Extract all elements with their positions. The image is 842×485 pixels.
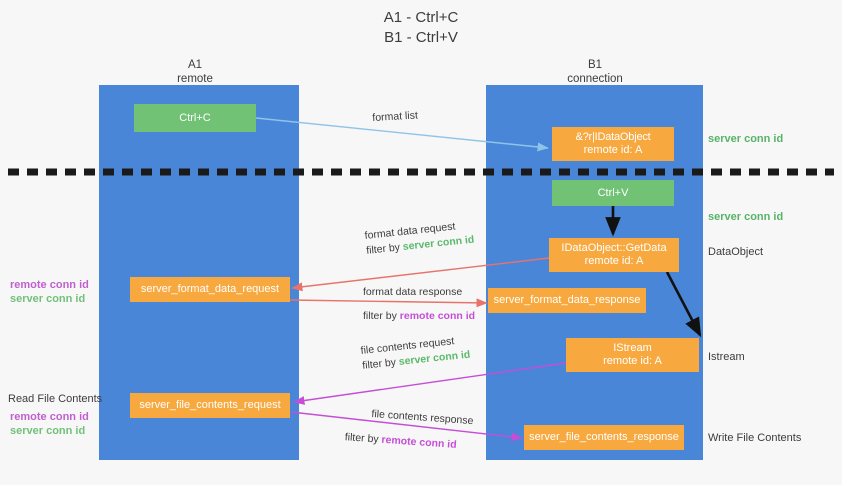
- edge-label-format-data-response-filter: filter by remote conn id: [363, 310, 476, 322]
- right-label-server-conn-id-mid: server conn id: [708, 211, 784, 223]
- node-istream-line1: IStream: [613, 342, 652, 354]
- right-label-dataobject: DataObject: [708, 246, 764, 258]
- node-server-format-data-response[interactable]: server_format_data_response: [488, 288, 646, 313]
- node-idataobject-top-line2: remote id: A: [583, 144, 643, 156]
- edge-format-data-request: [291, 257, 550, 292]
- edge-file-contents-request: [293, 362, 567, 405]
- hl-remote-conn-id-2: remote conn id: [381, 433, 458, 451]
- lane-b1-sub: connection: [567, 73, 623, 85]
- left-label-remote-conn-id-2: remote conn id: [10, 411, 89, 423]
- edge-label-format-list: format list: [372, 108, 418, 126]
- left-label-read-file-contents: Read File Contents: [8, 393, 103, 405]
- left-label-remote-conn-id-1: remote conn id: [10, 279, 89, 291]
- node-server-file-contents-request-label: server_file_contents_request: [139, 399, 281, 411]
- node-getdata-line2: remote id: A: [584, 255, 644, 267]
- lane-header-a1: A1 remote: [125, 58, 265, 86]
- left-label-server-conn-id-1: server conn id: [10, 293, 86, 305]
- node-ctrl-v-label: Ctrl+V: [597, 186, 629, 199]
- right-label-write-file-contents: Write File Contents: [708, 432, 802, 444]
- title-line-1: A1 - Ctrl+C: [383, 9, 459, 26]
- edge-label-format-data-response-text: format data response: [363, 286, 463, 298]
- edge-label-file-contents-response: file contents response filter by remote …: [344, 407, 474, 454]
- node-istream[interactable]: IStream remote id: A: [566, 338, 699, 372]
- left-label-server-conn-id-2: server conn id: [10, 425, 86, 437]
- hl-remote-conn-id-1: remote conn id: [399, 310, 476, 322]
- lane-a1-name: A1: [187, 59, 203, 71]
- node-idataobject-top[interactable]: &?r|IDataObject remote id: A: [552, 127, 674, 161]
- edge-file-contents-response: [290, 411, 523, 442]
- node-getdata-line1: IDataObject::GetData: [561, 242, 667, 254]
- node-server-file-contents-response[interactable]: server_file_contents_response: [524, 425, 684, 450]
- lane-b1-name: B1: [587, 59, 603, 71]
- node-ctrl-v[interactable]: Ctrl+V: [552, 180, 674, 206]
- title-line-2: B1 - Ctrl+V: [384, 29, 458, 46]
- node-ctrl-c[interactable]: Ctrl+C: [134, 104, 256, 132]
- edge-label-format-list-text: format list: [372, 109, 419, 124]
- node-server-format-data-request-label: server_format_data_request: [140, 283, 280, 295]
- lane-a1-sub: remote: [177, 73, 213, 85]
- node-ctrl-c-label: Ctrl+C: [179, 111, 211, 124]
- right-label-istream: Istream: [708, 351, 745, 363]
- edge-label-format-data-response: format data response filter by remote co…: [363, 285, 475, 324]
- page-title: A1 - Ctrl+C B1 - Ctrl+V: [0, 8, 842, 48]
- node-server-format-data-response-label: server_format_data_response: [493, 294, 641, 306]
- node-idataobject-top-line1: &?r|IDataObject: [575, 131, 651, 143]
- node-server-file-contents-response-label: server_file_contents_response: [529, 431, 679, 443]
- right-label-server-conn-id-top: server conn id: [708, 133, 784, 145]
- node-server-file-contents-request[interactable]: server_file_contents_request: [130, 393, 290, 418]
- edge-getdata-to-istream: [665, 271, 702, 338]
- edge-format-data-response: [289, 298, 488, 308]
- node-server-format-data-request[interactable]: server_format_data_request: [130, 277, 290, 302]
- node-istream-line2: remote id: A: [603, 355, 662, 367]
- lane-header-b1: B1 connection: [525, 58, 665, 86]
- left-label-group-2: remote conn id server conn id: [10, 410, 89, 438]
- left-label-group-1: remote conn id server conn id: [10, 278, 89, 306]
- edge-format-list: [255, 117, 549, 152]
- node-idataobject-getdata[interactable]: IDataObject::GetData remote id: A: [549, 238, 679, 272]
